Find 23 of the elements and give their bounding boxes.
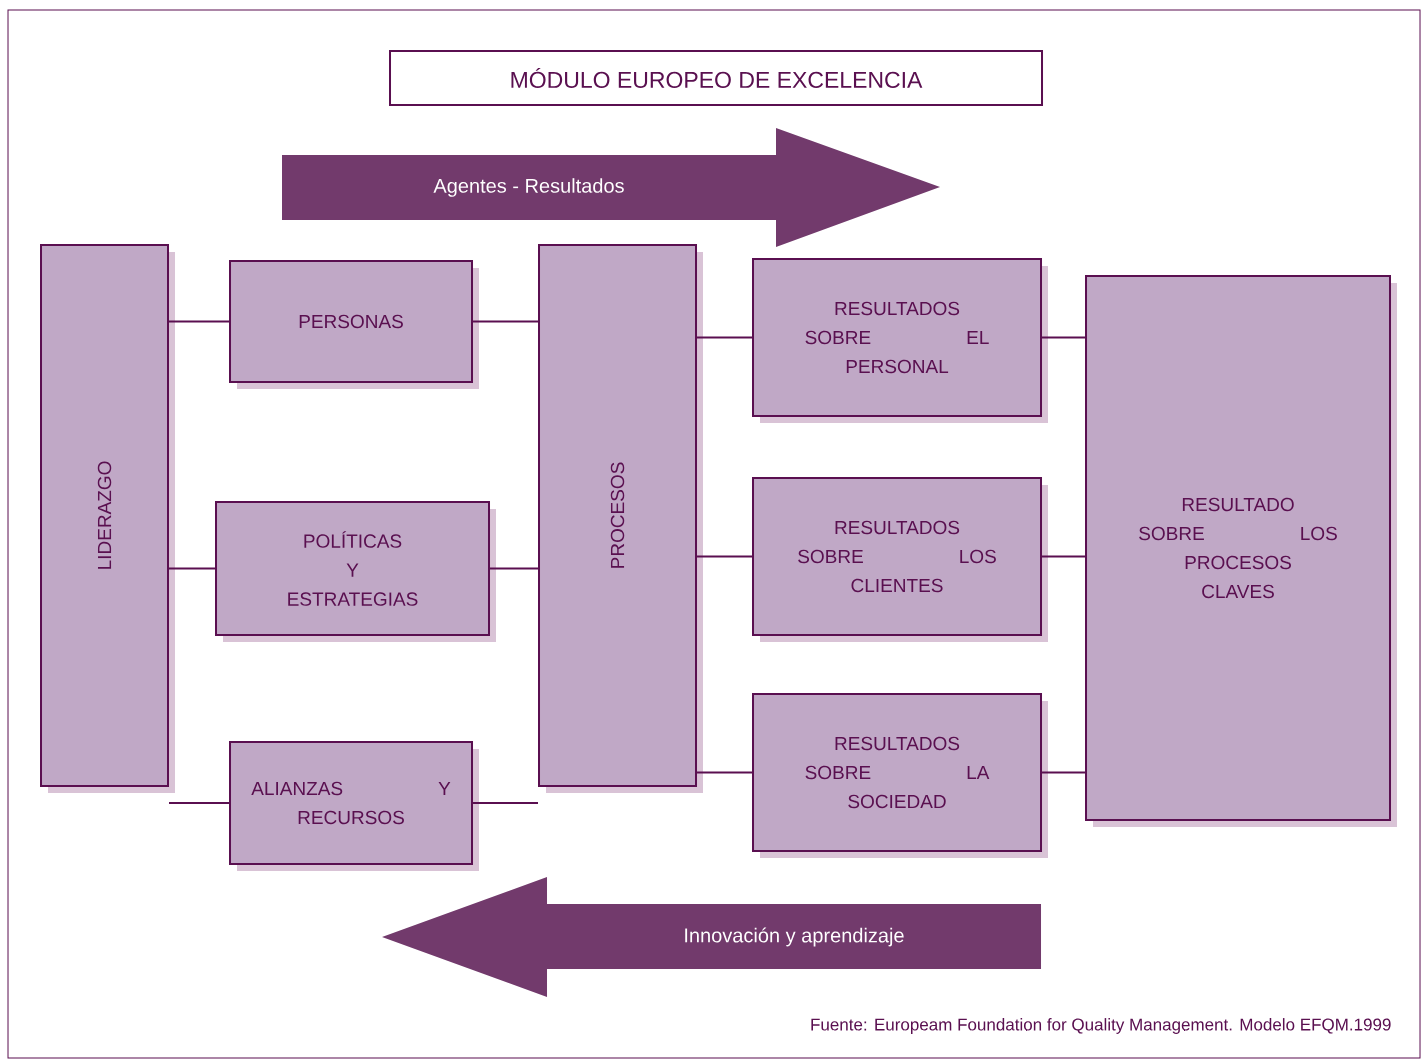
connector-line (1041, 771, 1086, 774)
title-box: MÓDULO EUROPEO DE EXCELENCIA (389, 50, 1043, 106)
process-box: RESULTADO SOBRE LOS PROCESOS CLAVES (1085, 275, 1397, 827)
process-box: LIDERAZGO (40, 244, 175, 793)
process-box: RESULTADOS SOBRE LOS CLIENTES (752, 477, 1048, 642)
connector-line (1041, 555, 1086, 558)
process-box: ALIANZAS Y RECURSOS (229, 741, 479, 871)
process-box: PERSONAS (229, 260, 479, 389)
source-note: Fuente: Europeam Foundation for Quality Management. Modelo EFQM.1999 (811, 1018, 1391, 1034)
connector-line (168, 320, 230, 323)
process-box: PROCESOS (538, 244, 703, 793)
connector-line (472, 320, 539, 323)
connector-line (696, 336, 753, 339)
process-box: RESULTADOS SOBRE LA SOCIEDAD (752, 693, 1048, 858)
connector-line (168, 567, 216, 570)
connector-line (696, 771, 753, 774)
process-box: POLÍTICAS Y ESTRATEGIAS (215, 501, 496, 642)
connector-line (168, 802, 230, 804)
process-box: RESULTADOS SOBRE EL PERSONAL (752, 258, 1048, 423)
connector-line (1041, 336, 1086, 339)
connector-line (472, 802, 539, 804)
connector-line (696, 555, 753, 558)
connector-line (489, 567, 539, 570)
